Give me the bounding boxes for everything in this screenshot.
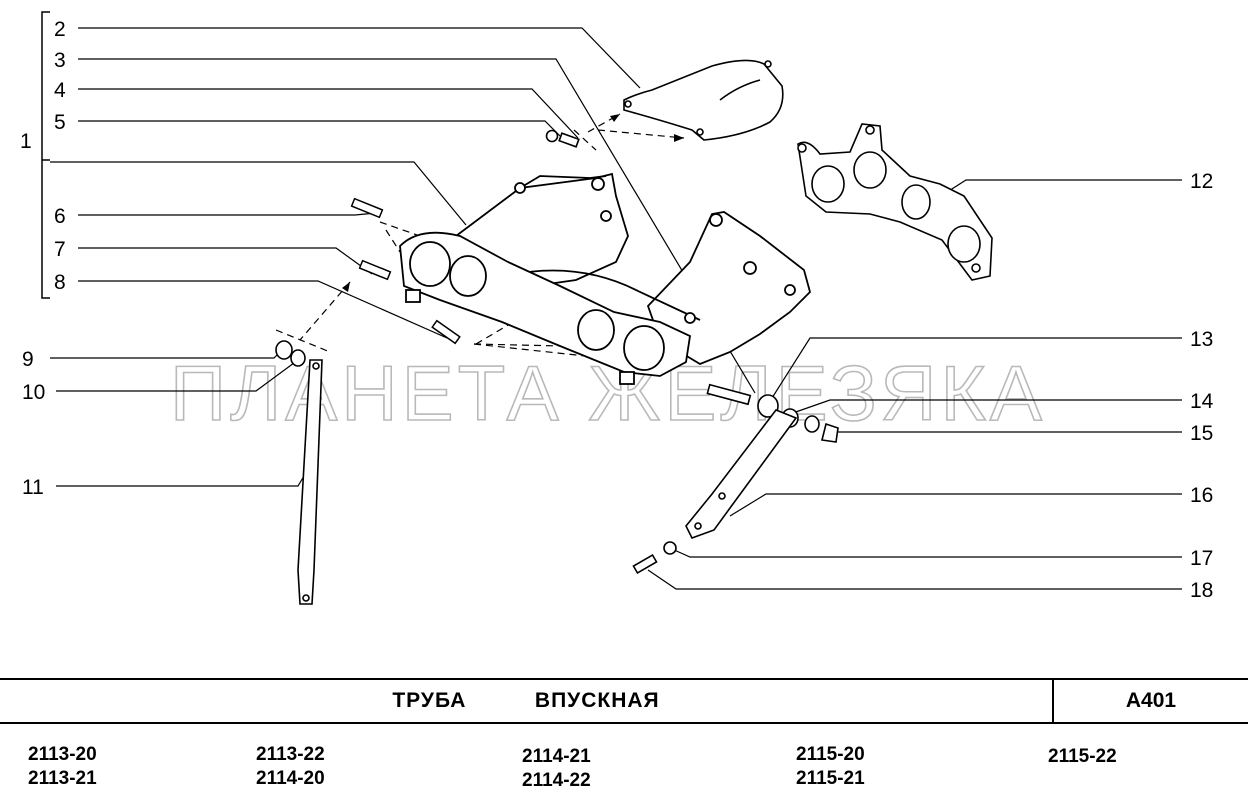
diagram-code: А401	[1125, 689, 1177, 712]
title-divider	[1052, 680, 1054, 722]
model-code: 2115-20	[796, 744, 865, 765]
callout-4: 4	[54, 79, 66, 102]
model-code: 2113-20	[28, 744, 97, 765]
callout-9: 9	[22, 348, 34, 371]
bolt-nut-4-5	[545, 129, 580, 148]
callout-labels: 1 2 3 4 5 6 7 8 9 10 11 12 13 14 15 16 1…	[20, 18, 1214, 602]
model-code: 2113-22	[256, 744, 325, 765]
group-bracket	[41, 11, 50, 299]
leader-lines	[50, 27, 1182, 590]
model-code: 2115-22	[1048, 746, 1117, 767]
model-code: 2115-21	[796, 768, 865, 789]
callout-12: 12	[1190, 170, 1213, 193]
parts-13-18	[632, 383, 839, 575]
diagram-title: ТРУБА ВПУСКНАЯ	[392, 689, 660, 712]
callout-1: 1	[20, 130, 32, 153]
model-code: 2114-20	[256, 768, 325, 789]
washers-9-10	[275, 340, 306, 367]
heat-shield-part	[623, 59, 784, 141]
support-bar-11	[297, 359, 323, 605]
title-bar: ТРУБА ВПУСКНАЯ А401	[0, 678, 1248, 724]
assembly-arrows	[342, 114, 684, 292]
parts-diagram: ПЛАНЕТА ЖЕЛЕЗЯКА	[20, 11, 1214, 605]
studs-6-7-8	[350, 197, 461, 345]
callout-7: 7	[54, 238, 66, 261]
callout-15: 15	[1190, 422, 1213, 445]
callout-17: 17	[1190, 547, 1213, 570]
model-code: 2114-21	[522, 746, 591, 767]
callout-2: 2	[54, 18, 66, 41]
callout-6: 6	[54, 205, 66, 228]
callout-8: 8	[54, 271, 66, 294]
callout-5: 5	[54, 111, 66, 134]
gasket-part	[797, 123, 993, 281]
model-code: 2114-22	[522, 770, 591, 791]
callout-3: 3	[54, 49, 66, 72]
callout-11: 11	[22, 476, 44, 499]
callout-18: 18	[1190, 579, 1213, 602]
callout-16: 16	[1190, 484, 1213, 507]
callout-13: 13	[1190, 328, 1213, 351]
callout-14: 14	[1190, 390, 1214, 413]
model-code: 2113-21	[28, 768, 97, 789]
intake-manifold-part	[399, 172, 812, 385]
callout-10: 10	[22, 381, 45, 404]
